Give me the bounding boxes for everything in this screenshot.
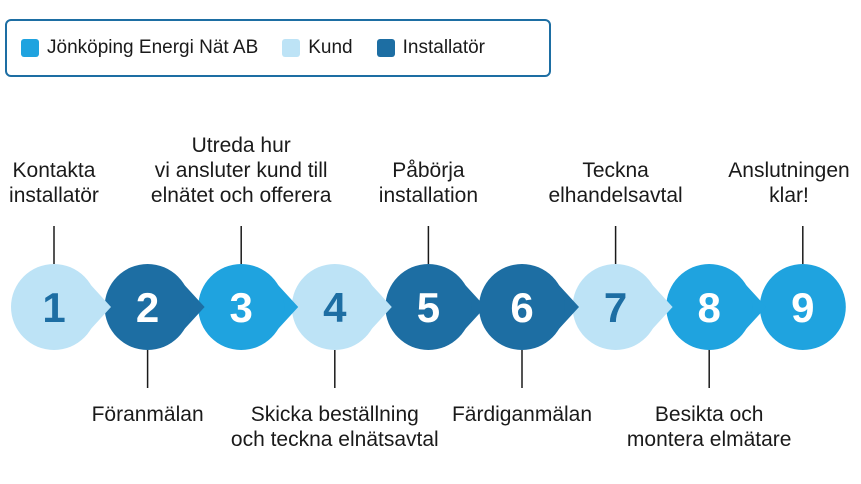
step-circle bbox=[759, 264, 846, 350]
step-number: 5 bbox=[417, 284, 440, 331]
step-circle bbox=[291, 264, 378, 350]
legend-item-installer: Installatör bbox=[376, 37, 485, 59]
step-4: 4 bbox=[291, 264, 392, 388]
step-5: 5 bbox=[385, 226, 486, 350]
step-label-line: Färdiganmälan bbox=[451, 403, 593, 426]
step-circle bbox=[104, 264, 191, 350]
legend-item-customer: Kund bbox=[282, 37, 353, 59]
step-label-line: installatör bbox=[9, 184, 99, 207]
step-label-line: installation bbox=[378, 184, 479, 207]
step-label-line: Besikta och bbox=[654, 403, 764, 426]
step-circle bbox=[479, 264, 565, 350]
step-6: 6 bbox=[479, 264, 579, 388]
step-label-line: Föranmälan bbox=[91, 403, 204, 426]
step-number: 9 bbox=[791, 284, 814, 331]
step-circle bbox=[572, 264, 659, 350]
legend-swatch bbox=[21, 39, 39, 57]
step-label-6: Färdiganmälan bbox=[452, 402, 592, 427]
step-1: 1 bbox=[11, 226, 111, 350]
step-label-line: elnätet och offerera bbox=[150, 184, 332, 207]
legend-swatch bbox=[282, 39, 301, 57]
legend: Jönköping Energi Nät AB Kund Installatör bbox=[5, 19, 551, 77]
step-label-line: klar! bbox=[769, 184, 809, 207]
step-number: 4 bbox=[323, 284, 347, 331]
legend-swatch bbox=[376, 39, 395, 57]
step-number: 7 bbox=[604, 284, 627, 331]
step-9: 9 bbox=[759, 226, 846, 350]
step-number: 3 bbox=[230, 284, 253, 331]
legend-label: Installatör bbox=[402, 37, 485, 58]
step-number: 1 bbox=[42, 284, 65, 331]
step-label-line: montera elmätare bbox=[626, 428, 792, 451]
legend-item-network-company: Jönköping Energi Nät AB bbox=[21, 37, 258, 59]
step-label-line: Kontakta bbox=[12, 159, 96, 182]
step-label-line: och teckna elnätsavtal bbox=[230, 428, 439, 451]
step-label-line: Påbörja bbox=[392, 159, 465, 182]
step-label-line: Anslutningen bbox=[728, 159, 850, 182]
step-label-line: elhandelsavtal bbox=[548, 184, 683, 207]
legend-label: Jönköping Energi Nät AB bbox=[47, 37, 259, 58]
step-number: 2 bbox=[136, 284, 159, 331]
step-label-line: Skicka beställning bbox=[250, 403, 419, 426]
step-circle bbox=[11, 264, 97, 350]
step-2: 2 bbox=[104, 264, 205, 388]
step-label-line: Teckna bbox=[582, 159, 649, 182]
step-label-2: Föranmälan bbox=[92, 402, 204, 427]
step-3: 3 bbox=[198, 226, 299, 350]
step-circle bbox=[385, 264, 472, 350]
step-7: 7 bbox=[572, 226, 673, 350]
step-8: 8 bbox=[666, 264, 767, 388]
step-label-line: vi ansluter kund till bbox=[154, 159, 328, 182]
step-number: 8 bbox=[698, 284, 721, 331]
step-circle bbox=[198, 264, 285, 350]
step-number: 6 bbox=[510, 284, 533, 331]
step-label-line: Utreda hur bbox=[191, 134, 291, 157]
legend-label: Kund bbox=[308, 37, 353, 58]
step-circle bbox=[666, 264, 753, 350]
